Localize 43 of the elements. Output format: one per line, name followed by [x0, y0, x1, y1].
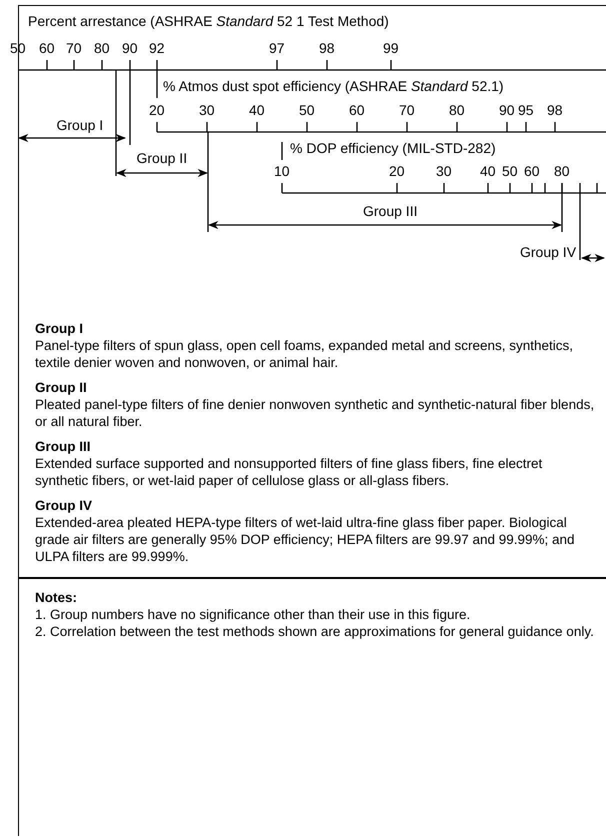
tick-label: 60 — [39, 40, 55, 56]
tick-label: 40 — [480, 163, 496, 179]
tick-label: 90 — [122, 40, 138, 56]
tick-label: 95 — [518, 102, 534, 118]
tick-label: 50 — [502, 163, 518, 179]
section-heading: Group IV — [35, 497, 93, 514]
tick-label: 50 — [299, 102, 315, 118]
tick-label: 70 — [399, 102, 415, 118]
tick-label: 97 — [269, 40, 285, 56]
axis-title: % DOP efficiency (MIL-STD-282) — [290, 140, 496, 156]
note-text: 1. Group numbers have no significance other than their use in this figure. — [35, 606, 472, 622]
section-heading: Group I — [35, 320, 84, 337]
range-label: Group IV — [520, 244, 576, 260]
tick-label: 80 — [94, 40, 110, 56]
tick-label: 80 — [554, 163, 570, 179]
description-text: Extended-area pleated HEPA-type filters of wet-laid ultra-fine glass fiber paper. Biological grade air filters are generally 95% DOP efficiency; HEPA filters are 99.97 and 99.99%; and ULPA filters are 99.999%. — [35, 514, 576, 565]
tick-label: 92 — [149, 40, 165, 56]
description-text: Panel-type filters of spun glass, open cell foams, expanded metal and screens, synthetics, textile denier woven and nonwoven, or animal hair. — [35, 337, 574, 371]
tick-label: 20 — [389, 163, 405, 179]
tick-label: 30 — [199, 102, 215, 118]
axis-title: Percent arrestance (ASHRAE Standard 52 1 Test Method) — [28, 13, 389, 29]
notes-heading: Notes: — [35, 588, 78, 606]
tick-label: 60 — [524, 163, 540, 179]
note-text: 2. Correlation between the test methods shown are approximations for general guidance only. — [35, 622, 595, 640]
tick-label: 80 — [449, 102, 465, 118]
tick-label: 99 — [383, 40, 399, 56]
tick-label: 98 — [319, 40, 335, 56]
tick-label: 40 — [249, 102, 265, 118]
tick-label: 90 — [499, 102, 515, 118]
tick-label: 98 — [547, 102, 563, 118]
tick-label: 10 — [274, 163, 290, 179]
description-text: Extended surface supported and nonsupported filters of fine glass fibers, fine electret synthetic fibers, or wet-laid paper of cellulose glass or all-glass fibers. — [35, 455, 544, 489]
section-heading: Group II — [35, 379, 88, 396]
section-heading: Group III — [35, 438, 92, 455]
axis-title: % Atmos dust spot efficiency (ASHRAE Standard 52.1) — [163, 78, 504, 94]
tick-label: 30 — [436, 163, 452, 179]
range-label: Group III — [363, 203, 418, 219]
description-text: Pleated panel-type filters of fine denier nonwoven synthetic and synthetic-natural fiber blends, or all natural fiber. — [35, 396, 595, 430]
range-label: Group II — [136, 150, 188, 166]
range-label: Group I — [56, 117, 104, 133]
tick-label: 20 — [149, 102, 165, 118]
tick-label: 70 — [66, 40, 82, 56]
tick-label: 60 — [349, 102, 365, 118]
